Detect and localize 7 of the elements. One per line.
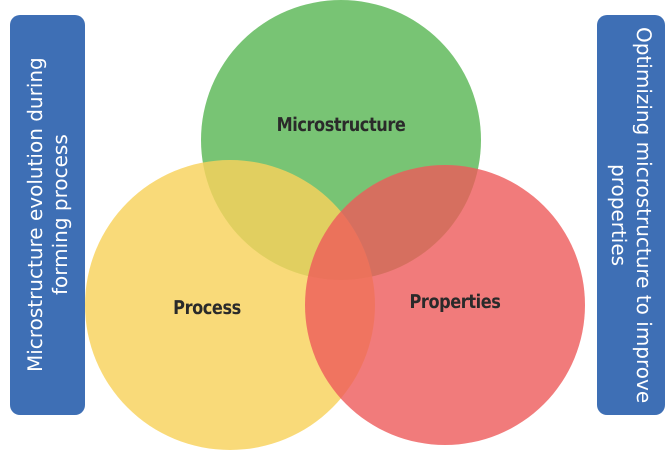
circle-label: Process [173,297,241,319]
note-box [10,15,85,415]
note-box [597,15,665,415]
circle-label: Properties [410,291,500,313]
box-text: Microstructure evolution during forming process [22,56,72,374]
box-text: Optimizing microstructure to improve properties [606,26,656,405]
circle-label: Microstructure [276,114,406,136]
